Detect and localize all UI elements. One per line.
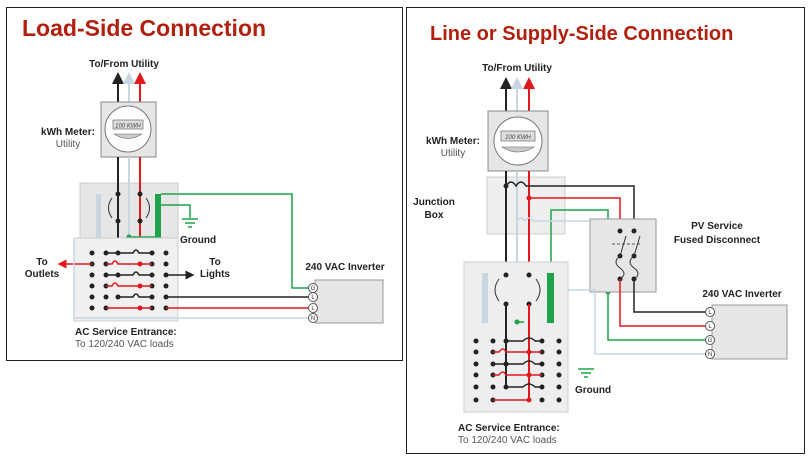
- load-side-title: Load-Side Connection: [22, 15, 266, 41]
- ac-entrance-sub-2: To 120/240 VAC loads: [458, 435, 557, 446]
- svg-text:L: L: [708, 324, 712, 330]
- ground-label: Ground: [180, 235, 216, 246]
- to-lights-label-1: To: [209, 257, 220, 268]
- inverter-terminals-2: L L G N: [705, 307, 715, 359]
- to-from-utility-label: To/From Utility: [89, 59, 159, 70]
- pv-label-2: Fused Disconnect: [674, 235, 761, 246]
- inverter-box: [314, 279, 384, 324]
- ground-wire-to-inverter: [161, 193, 312, 289]
- ac-entrance-label-2: AC Service Entrance:: [458, 423, 560, 434]
- meter-label-2: kWh Meter:: [426, 136, 480, 147]
- meter-label: kWh Meter:: [41, 127, 95, 138]
- supply-side-title: Line or Supply-Side Connection: [430, 23, 733, 45]
- inverter-label-2: 240 VAC Inverter: [702, 289, 781, 300]
- svg-text:L: L: [708, 310, 712, 316]
- to-lights-label-2: Lights: [200, 269, 230, 280]
- ac-entrance-sub: To 120/240 VAC loads: [75, 339, 174, 350]
- svg-text:L: L: [311, 295, 315, 301]
- svg-text:G: G: [708, 338, 713, 344]
- to-outlets-label-2: Outlets: [25, 269, 60, 280]
- inverter-box-2: [711, 304, 788, 360]
- svg-text:G: G: [311, 286, 316, 292]
- to-from-utility-label-2: To/From Utility: [482, 63, 552, 74]
- pv-fused-disconnect: [589, 218, 657, 293]
- to-outlets-label-1: To: [36, 257, 47, 268]
- meter-display: 100 KWH: [115, 124, 141, 130]
- pv-label-1: PV Service: [691, 221, 743, 232]
- meter-sub: Utility: [56, 139, 80, 150]
- svg-text:L: L: [311, 306, 315, 312]
- svg-text:N: N: [311, 316, 315, 322]
- ac-entrance-label: AC Service Entrance:: [75, 327, 177, 338]
- meter-sub-2: Utility: [441, 148, 465, 159]
- junction-label-1: Junction: [413, 197, 455, 208]
- svg-text:N: N: [708, 352, 712, 358]
- ground-label-2: Ground: [575, 385, 611, 396]
- inverter-terminals: G L L N: [308, 283, 318, 323]
- inverter-label: 240 VAC Inverter: [305, 262, 384, 273]
- meter-display-2: 100 KWH: [505, 135, 531, 141]
- junction-label-2: Box: [425, 210, 444, 221]
